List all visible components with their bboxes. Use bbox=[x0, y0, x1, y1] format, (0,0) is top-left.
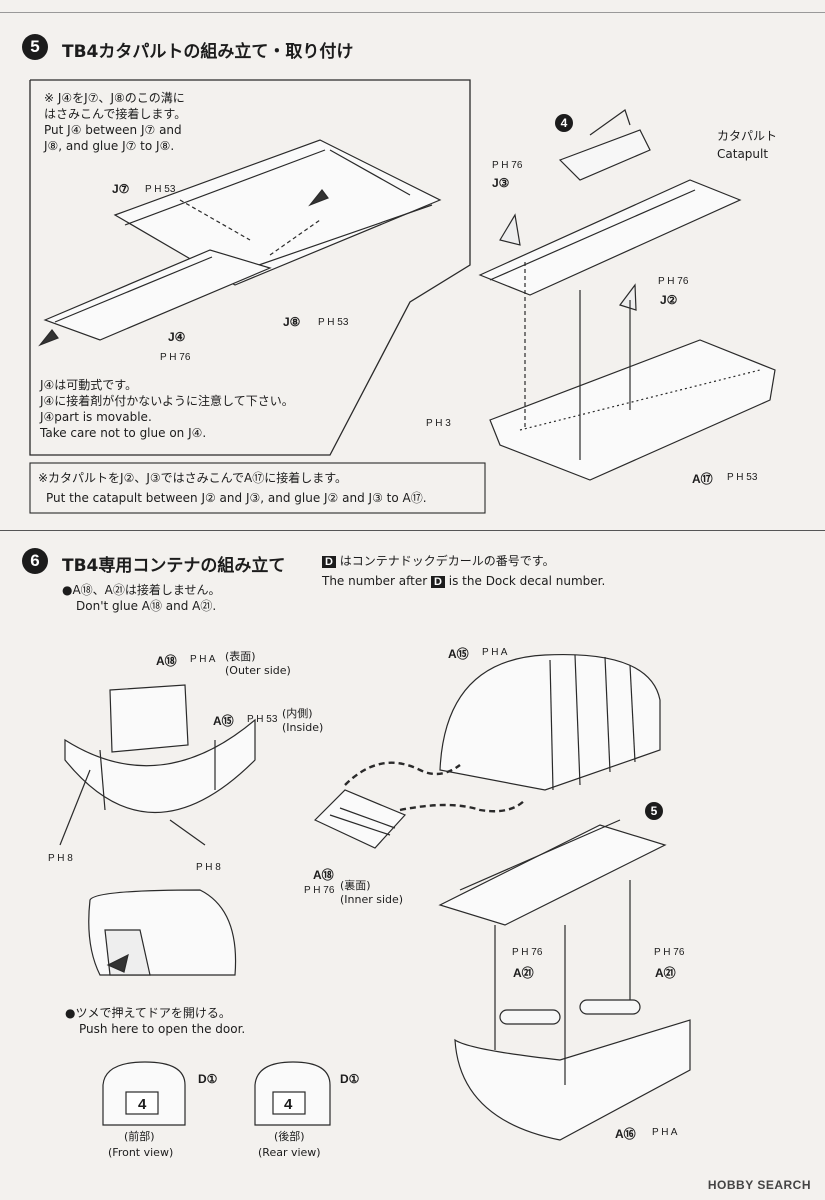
catapult-label-en: Catapult bbox=[717, 147, 769, 161]
label-a15-left: A⑮ bbox=[213, 714, 234, 728]
label-j3: J③ bbox=[492, 176, 510, 190]
part-5-badge: 5 bbox=[645, 802, 663, 820]
door-note: ●ツメで押えてドアを開ける。 Push here to open the doo… bbox=[65, 1005, 305, 1037]
label-j4: J④ bbox=[168, 330, 186, 344]
catapult-label-jp: カタパルト bbox=[717, 129, 778, 143]
page-top-rule bbox=[0, 12, 825, 13]
rear-decal-label: D① bbox=[340, 1072, 360, 1086]
label-a16: A⑯ bbox=[615, 1127, 636, 1141]
paint-3: P H 3 bbox=[426, 418, 451, 429]
note-line: J④は可動式です。 bbox=[40, 378, 138, 392]
paint-a15-right: P H A bbox=[482, 647, 508, 658]
paint-j7: P H 53 bbox=[145, 184, 176, 195]
rear-view-jp: (後部) bbox=[274, 1130, 305, 1143]
decal-note-en-suffix: is the Dock decal number. bbox=[448, 574, 606, 588]
front-view-number: 4 bbox=[138, 1096, 147, 1113]
paint-a15-left: P H 53 bbox=[247, 714, 278, 725]
paint-j2: P H 76 bbox=[658, 276, 689, 287]
decal-note-en-prefix: The number after bbox=[322, 574, 428, 588]
note-line: Put the catapult between J② and J③, and … bbox=[46, 491, 427, 505]
decal-note-en-line: The number after D is the Dock decal num… bbox=[322, 573, 652, 589]
label-j2: J② bbox=[660, 293, 678, 307]
paint-8-right: P H 8 bbox=[196, 862, 221, 873]
front-view-en: (Front view) bbox=[108, 1146, 174, 1159]
part-4-badge: 4 bbox=[555, 114, 573, 132]
note-line: ※カタパルトをJ②、J③ではさみこんでA⑰に接着します。 bbox=[38, 471, 348, 485]
paint-j4: P H 76 bbox=[160, 352, 191, 363]
note-line: J④に接着剤が付かないように注意して下さい。 bbox=[40, 394, 294, 408]
note-line: Don't glue A⑱ and A㉑. bbox=[76, 599, 217, 613]
paint-8-left: P H 8 bbox=[48, 853, 73, 864]
label-j7: J⑦ bbox=[112, 182, 130, 196]
step-5-title: TB4カタパルトの組み立て・取り付け bbox=[62, 42, 354, 62]
note-line: Put J④ between J⑦ and bbox=[44, 123, 182, 137]
paint-a21-left: P H 76 bbox=[512, 947, 543, 958]
note-line: Take care not to glue on J④. bbox=[40, 426, 207, 440]
step-6-badge: 6 bbox=[22, 548, 48, 574]
label-a21-left: A㉑ bbox=[513, 966, 534, 980]
note-line: J⑧, and glue J⑦ to J⑧. bbox=[44, 139, 175, 153]
paint-a17: P H 53 bbox=[727, 472, 758, 483]
front-decal-label: D① bbox=[198, 1072, 218, 1086]
step-5-callout-note: ※ J④をJ⑦、J⑧のこの溝に はさみこんで接着します。 Put J④ betw… bbox=[44, 90, 249, 154]
decal-note: D はコンテナドックデカールの番号です。 The number after D … bbox=[322, 553, 652, 589]
label-a18-mid: A⑱ bbox=[313, 868, 334, 882]
watermark-logo: HOBBY SEARCH bbox=[707, 1178, 811, 1192]
paint-j3: P H 76 bbox=[492, 160, 523, 171]
inner-side-jp: (裏面) bbox=[340, 879, 371, 892]
note-line: ●ツメで押えてドアを開ける。 bbox=[65, 1006, 231, 1020]
note-line: はさみこんで接着します。 bbox=[44, 107, 187, 121]
inside-en: (Inside) bbox=[282, 721, 324, 734]
front-view-jp: (前部) bbox=[124, 1130, 155, 1143]
step-6-title: TB4専用コンテナの組み立て bbox=[62, 556, 286, 576]
outer-side-en: (Outer side) bbox=[225, 664, 291, 677]
decal-note-jp-line: D はコンテナドックデカールの番号です。 bbox=[322, 553, 652, 569]
note-line: Push here to open the door. bbox=[79, 1022, 246, 1036]
outer-side-jp: (表面) bbox=[225, 650, 256, 663]
decal-badge: D bbox=[431, 576, 445, 588]
label-j8: J⑧ bbox=[283, 315, 301, 329]
label-a21-right: A㉑ bbox=[655, 966, 676, 980]
paint-j8: P H 53 bbox=[318, 317, 349, 328]
rear-view-number: 4 bbox=[284, 1096, 293, 1113]
decal-note-jp: はコンテナドックデカールの番号です。 bbox=[339, 554, 555, 568]
paint-a18-top: P H A bbox=[190, 654, 216, 665]
decal-badge: D bbox=[322, 556, 336, 568]
label-a17: A⑰ bbox=[692, 472, 713, 486]
paint-a16: P H A bbox=[652, 1127, 678, 1138]
movable-part-note: J④は可動式です。 J④に接着剤が付かないように注意して下さい。 J④part … bbox=[40, 377, 330, 441]
catapult-glue-note: ※カタパルトをJ②、J③ではさみこんでA⑰に接着します。 Put the cat… bbox=[38, 470, 483, 506]
inside-jp: (内側) bbox=[282, 707, 313, 720]
step-5-badge: 5 bbox=[22, 34, 48, 60]
label-a15-right: A⑮ bbox=[448, 647, 469, 661]
rear-view-en: (Rear view) bbox=[258, 1146, 321, 1159]
label-a18-top: A⑱ bbox=[156, 654, 177, 668]
glue-note: ●A⑱、A㉑は接着しません。 Don't glue A⑱ and A㉑. bbox=[62, 582, 302, 614]
inner-side-en: (Inner side) bbox=[340, 893, 404, 906]
note-line: ※ J④をJ⑦、J⑧のこの溝に bbox=[44, 91, 185, 105]
paint-a18-mid: P H 76 bbox=[304, 885, 335, 896]
note-line: J④part is movable. bbox=[40, 410, 152, 424]
section-divider bbox=[0, 530, 825, 531]
note-line: ●A⑱、A㉑は接着しません。 bbox=[62, 583, 221, 597]
paint-a21-right: P H 76 bbox=[654, 947, 685, 958]
